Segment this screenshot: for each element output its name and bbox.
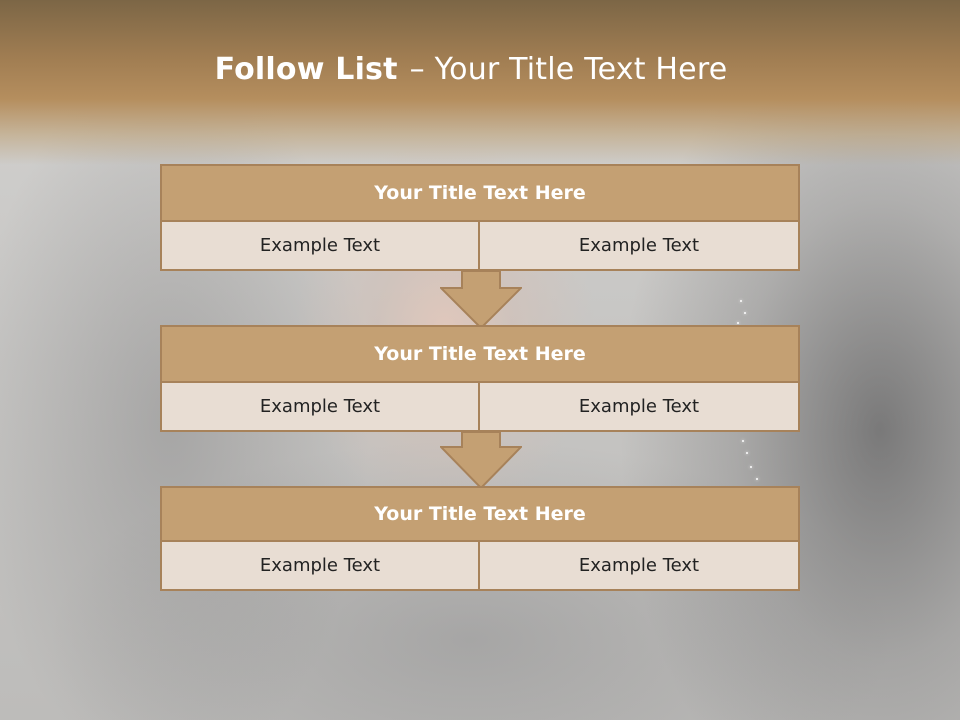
arrow-down-icon: [440, 432, 522, 490]
step-block: Your Title Text Here Example Text Exampl…: [160, 164, 800, 271]
step-cell-left: Example Text: [160, 222, 480, 271]
step-cell-right: Example Text: [480, 542, 800, 591]
slide-title-rest: – Your Title Text Here: [409, 52, 728, 87]
step-cell-left: Example Text: [160, 383, 480, 432]
step-title: Your Title Text Here: [160, 486, 800, 542]
step-row: Example Text Example Text: [160, 383, 800, 432]
step-block: Your Title Text Here Example Text Exampl…: [160, 486, 800, 591]
sparkle-decoration: [750, 466, 752, 468]
sparkle-decoration: [742, 440, 744, 442]
step-row: Example Text Example Text: [160, 542, 800, 591]
step-title: Your Title Text Here: [160, 325, 800, 383]
sparkle-decoration: [740, 300, 742, 302]
sparkle-decoration: [756, 478, 758, 480]
step-cell-right: Example Text: [480, 383, 800, 432]
sparkle-decoration: [744, 312, 746, 314]
step-cell-left: Example Text: [160, 542, 480, 591]
slide-title: Follow List – Your Title Text Here: [0, 52, 942, 87]
sparkle-decoration: [746, 452, 748, 454]
header-band: [0, 0, 960, 165]
step-block: Your Title Text Here Example Text Exampl…: [160, 325, 800, 432]
step-row: Example Text Example Text: [160, 222, 800, 271]
step-title: Your Title Text Here: [160, 164, 800, 222]
step-cell-right: Example Text: [480, 222, 800, 271]
slide-title-bold: Follow List: [214, 52, 398, 87]
arrow-down-icon: [440, 271, 522, 329]
sparkle-decoration: [737, 322, 739, 324]
